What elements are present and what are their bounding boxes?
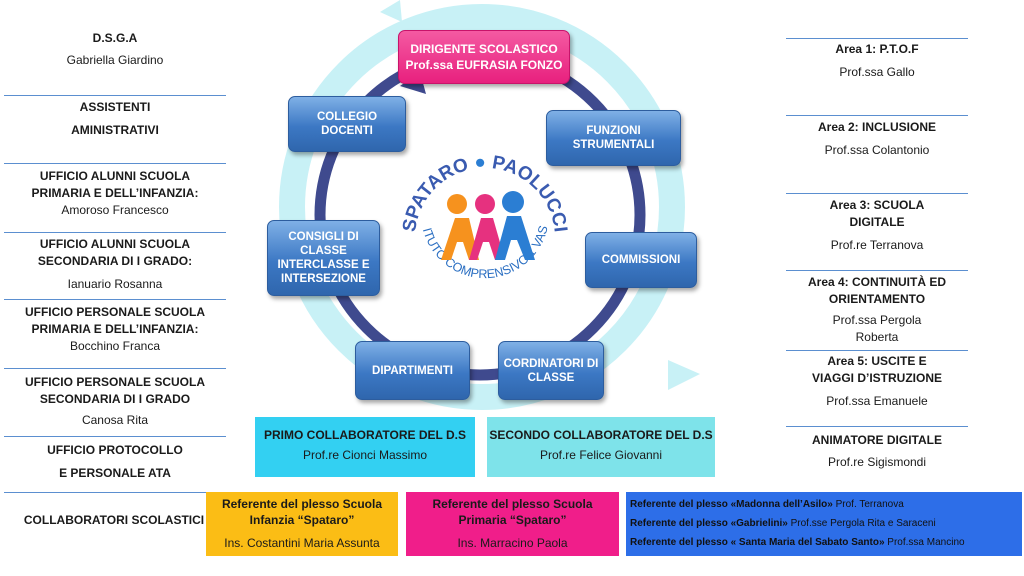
animatore-title: ANIMATORE DIGITALE [812, 433, 942, 447]
node-cordinatori-label: CORDINATORI DI CLASSE [503, 357, 599, 384]
area4-title: Area 4: CONTINUITÀ ED ORIENTAMENTO [807, 275, 947, 306]
left-divider [4, 95, 226, 96]
ufficio-personale-secondaria-person: Canosa Rita [81, 413, 149, 427]
dirigente-person: Prof.ssa EUFRASIA FONZO [405, 58, 563, 72]
left-divider [4, 232, 226, 233]
collaboratori-scolastici: COLLABORATORI SCOLASTICI [14, 512, 214, 529]
right-divider [786, 38, 968, 39]
logo-figures [441, 191, 535, 260]
area5-title: Area 5: USCITE E VIAGGI D’ISTRUZIONE [811, 354, 942, 385]
ufficio-alunni-primaria: UFFICIO ALUNNI SCUOLA PRIMARIA E DELL’IN… [4, 168, 226, 219]
area1-title: Area 1: P.T.O.F [835, 42, 919, 56]
ufficio-personale-primaria-person: Bocchino Franca [69, 339, 161, 353]
ufficio-alunni-primaria-person: Amoroso Francesco [61, 203, 169, 217]
referente-primaria-box: Referente del plesso Scuola Primaria “Sp… [406, 492, 619, 556]
area3-block: Area 3: SCUOLA DIGITALE Prof.re Terranov… [786, 197, 968, 254]
ufficio-protocollo: UFFICIO PROTOCOLLO E PERSONALE ATA [4, 442, 226, 482]
school-logo: SPATARO ● PAOLUCCI ISTITUTO COMPRENSIVO … [385, 138, 571, 281]
dsga-block: D.S.G.A Gabriella Giardino [4, 30, 226, 69]
ufficio-personale-secondaria: UFFICIO PERSONALE SCUOLA SECONDARIA DI I… [4, 374, 226, 429]
ufficio-personale-secondaria-title: UFFICIO PERSONALE SCUOLA SECONDARIA DI I… [24, 375, 205, 406]
assistenti-block: ASSISTENTI AMINISTRATIVI [4, 99, 226, 139]
animatore-person: Prof.re Sigismondi [827, 455, 927, 469]
referente-primaria-person: Ins. Marracino Paola [457, 536, 568, 550]
ufficio-alunni-secondaria: UFFICIO ALUNNI SCUOLA SECONDARIA DI I GR… [4, 236, 226, 293]
node-cordinatori: CORDINATORI DI CLASSE [498, 341, 604, 400]
animatore-block: ANIMATORE DIGITALE Prof.re Sigismondi [786, 432, 968, 471]
ufficio-alunni-primaria-title: UFFICIO ALUNNI SCUOLA PRIMARIA E DELL’IN… [31, 169, 199, 200]
outer-arrow-top [380, 0, 402, 22]
right-divider [786, 115, 968, 116]
assistenti-title: ASSISTENTI [79, 100, 151, 114]
node-commissioni-label: COMMISSIONI [601, 254, 681, 266]
area3-title: Area 3: SCUOLA DIGITALE [829, 198, 925, 229]
ufficio-protocollo-title: UFFICIO PROTOCOLLO [47, 443, 183, 457]
referente-santa-maria: Referente del plesso « Santa Maria del S… [630, 537, 965, 548]
area4-person: Prof.ssa Pergola Roberta [832, 313, 922, 344]
node-funzioni-label: FUNZIONI STRUMENTALI [572, 125, 655, 151]
area5-block: Area 5: USCITE E VIAGGI D’ISTRUZIONE Pro… [786, 353, 968, 410]
primo-collaboratore-person: Prof.re Cionci Massimo [302, 448, 428, 462]
referente-infanzia-person: Ins. Costantini Maria Assunta [224, 536, 380, 550]
area1-person: Prof.ssa Gallo [839, 65, 915, 79]
dsga-person: Gabriella Giardino [66, 53, 164, 67]
area4-block: Area 4: CONTINUITÀ ED ORIENTAMENTO Prof.… [786, 274, 968, 346]
dsga-title: D.S.G.A [92, 31, 138, 45]
referente-infanzia-title: Referente del plesso Scuola Infanzia “Sp… [221, 497, 383, 527]
right-divider [786, 193, 968, 194]
referente-infanzia-box: Referente del plesso Scuola Infanzia “Sp… [206, 492, 398, 556]
node-consigli-label: CONSIGLI DI CLASSE INTERCLASSE E INTERSE… [277, 231, 370, 285]
referente-madonna: Referente del plesso «Madonna dell’Asilo… [630, 499, 904, 510]
left-divider [4, 299, 226, 300]
assistenti-title-2: AMINISTRATIVI [71, 123, 159, 137]
primo-collaboratore-title: PRIMO COLLABORATORE DEL D.S [263, 428, 466, 442]
area1-block: Area 1: P.T.O.F Prof.ssa Gallo [786, 41, 968, 81]
area2-title: Area 2: INCLUSIONE [817, 120, 937, 134]
outer-arrow-right [668, 360, 700, 390]
node-dipartimenti-label: DIPARTIMENTI [372, 364, 453, 377]
left-divider [4, 368, 226, 369]
left-divider [4, 436, 226, 437]
right-divider [786, 270, 968, 271]
node-collegio: COLLEGIO DOCENTI [288, 96, 406, 152]
area5-person: Prof.ssa Emanuele [826, 394, 928, 408]
node-dipartimenti: DIPARTIMENTI [355, 341, 470, 400]
left-divider [4, 492, 226, 493]
ufficio-alunni-secondaria-title: UFFICIO ALUNNI SCUOLA SECONDARIA DI I GR… [37, 237, 193, 268]
right-divider [786, 426, 968, 427]
left-divider [4, 163, 226, 164]
secondo-collaboratore-person: Prof.re Felice Giovanni [539, 448, 663, 462]
node-collegio-label: COLLEGIO DOCENTI [316, 111, 378, 137]
referente-primaria-title: Referente del plesso Scuola Primaria “Sp… [432, 497, 593, 527]
outer-ring [279, 4, 685, 410]
node-funzioni-strumentali: FUNZIONI STRUMENTALI [546, 110, 681, 166]
ufficio-personale-primaria: UFFICIO PERSONALE SCUOLA PRIMARIA E DELL… [4, 304, 226, 355]
area3-person: Prof.re Terranova [830, 238, 924, 252]
node-commissioni: COMMISSIONI [585, 232, 697, 288]
collaboratori-scolastici-title: COLLABORATORI SCOLASTICI [23, 513, 205, 527]
dirigente-title: DIRIGENTE SCOLASTICO [410, 42, 558, 56]
secondo-collaboratore-box: SECONDO COLLABORATORE DEL D.S Prof.re Fe… [487, 417, 715, 477]
area2-block: Area 2: INCLUSIONE Prof.ssa Colantonio [786, 119, 968, 159]
referente-gabrielini: Referente del plesso «Gabrielini» Prof.s… [630, 518, 936, 529]
primo-collaboratore-box: PRIMO COLLABORATORE DEL D.S Prof.re Cion… [255, 417, 475, 477]
ufficio-personale-primaria-title: UFFICIO PERSONALE SCUOLA PRIMARIA E DELL… [24, 305, 205, 336]
ufficio-alunni-secondaria-person: Ianuario Rosanna [67, 277, 163, 291]
referenti-plessi-box: Referente del plesso «Madonna dell’Asilo… [626, 492, 1022, 556]
ufficio-protocollo-title-2: E PERSONALE ATA [59, 466, 171, 480]
dirigente-box: DIRIGENTE SCOLASTICO Prof.ssa EUFRASIA F… [398, 30, 570, 84]
secondo-collaboratore-title: SECONDO COLLABORATORE DEL D.S [489, 428, 713, 442]
node-consigli: CONSIGLI DI CLASSE INTERCLASSE E INTERSE… [267, 220, 380, 296]
right-divider [786, 350, 968, 351]
area2-person: Prof.ssa Colantonio [824, 143, 930, 157]
